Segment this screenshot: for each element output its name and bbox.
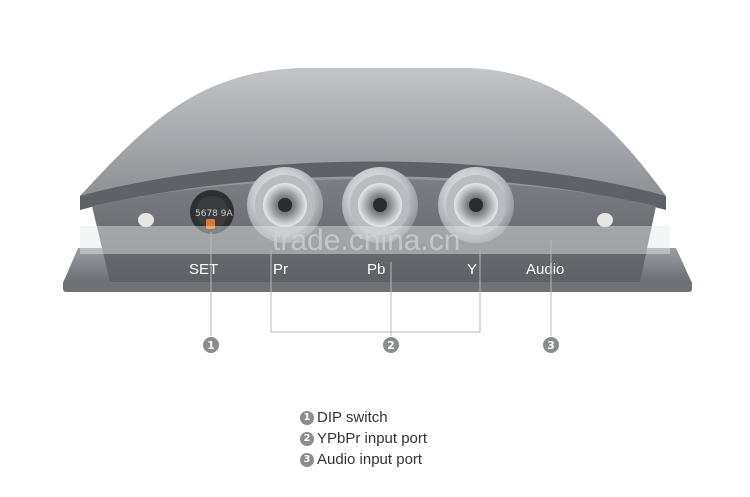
legend-label: Audio input port (317, 450, 423, 468)
dip-switch-pointer (206, 219, 215, 229)
callout-2: 2 (383, 337, 399, 353)
left-led (138, 213, 154, 227)
callout-2-number: 2 (387, 339, 395, 352)
top-shell (80, 68, 666, 196)
legend-number: 1 (300, 410, 314, 425)
legend-label: DIP switch (317, 408, 388, 426)
label-y: Y (467, 261, 477, 278)
legend-label: YPbPr input port (317, 429, 428, 447)
callout-bracket-2 (270, 250, 481, 333)
dip-digits: 5678 9A (195, 209, 233, 219)
base-plate (63, 280, 692, 292)
label-set: SET (189, 261, 218, 278)
watermark-band (80, 226, 670, 254)
bnc-pr-connector[interactable] (247, 167, 323, 243)
label-pb: Pb (367, 261, 385, 278)
bnc-y-connector[interactable] (438, 167, 514, 243)
front-bevel (80, 161, 666, 210)
bnc-pb-connector[interactable] (342, 167, 418, 243)
label-pr: Pr (273, 261, 288, 278)
callout-1: 1 (203, 337, 219, 353)
legend-number: 3 (300, 452, 314, 467)
dip-switch-inner (196, 196, 228, 228)
legend-number: 2 (300, 431, 314, 446)
legend: 1 DIP switch 2 YPbPr input port 3 Audio … (300, 407, 427, 470)
legend-item-ypbpr-port: 2 YPbPr input port (300, 428, 427, 449)
watermark-text: trade.china.cn (272, 224, 460, 257)
right-led (597, 213, 613, 227)
callout-1-number: 1 (207, 339, 215, 352)
callout-3: 3 (543, 337, 559, 353)
legend-item-audio-port: 3 Audio input port (300, 449, 427, 470)
callout-3-number: 3 (547, 339, 555, 352)
legend-item-dip-switch: 1 DIP switch (300, 407, 427, 428)
label-audio: Audio (526, 261, 564, 278)
